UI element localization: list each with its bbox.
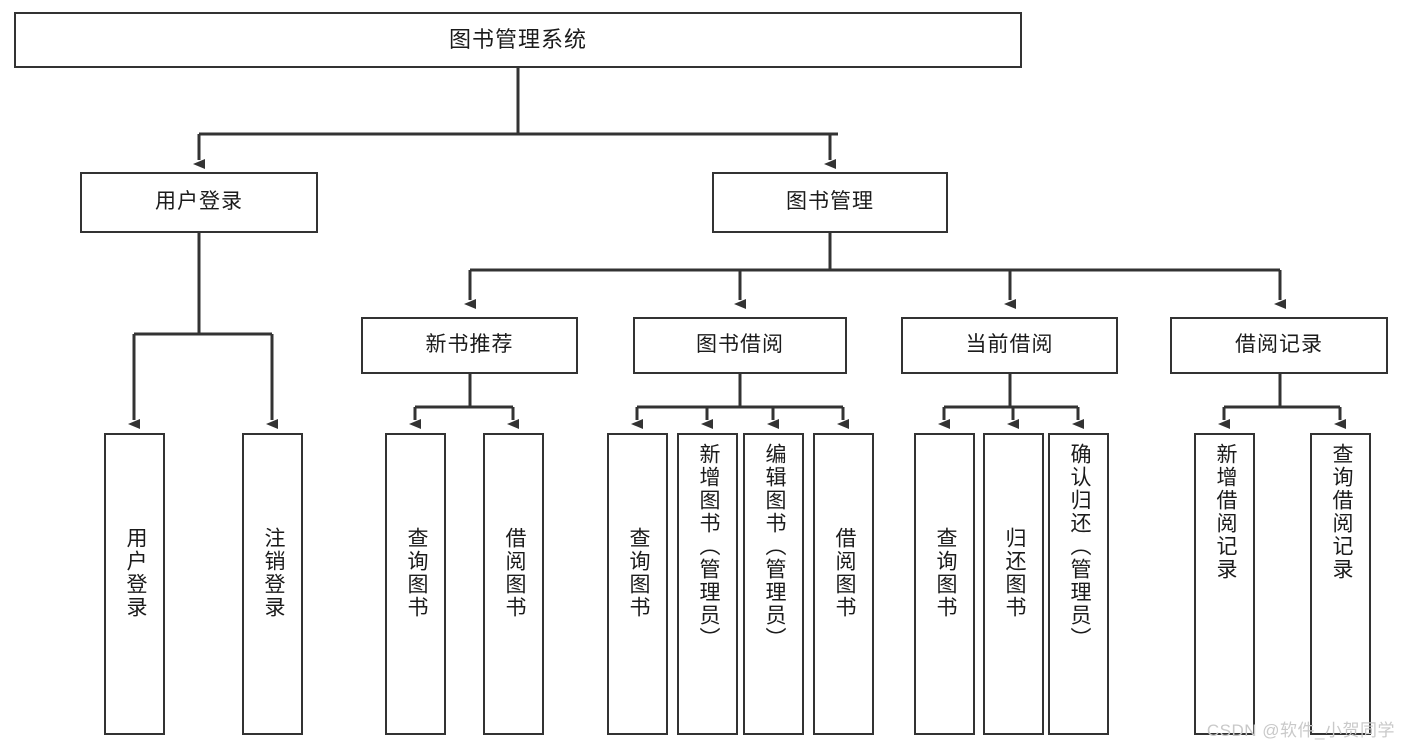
leaf-query-book-borrowing[interactable]: 查询图书 — [607, 433, 668, 735]
leaf-return-book[interactable]: 归还图书 — [983, 433, 1044, 735]
leaf-query-book-current[interactable]: 查询图书 — [914, 433, 975, 735]
node-label: 查询借阅记录 — [1329, 443, 1353, 581]
leaf-borrow-book-borrowing[interactable]: 借阅图书 — [813, 433, 874, 735]
node-current-borrowing[interactable]: 当前借阅 — [901, 317, 1118, 374]
leaf-confirm-return-admin[interactable]: 确认归还（管理员） — [1048, 433, 1109, 735]
leaf-user-login[interactable]: 用户登录 — [104, 433, 165, 735]
node-label: 当前借阅 — [965, 333, 1054, 357]
node-label: 借阅记录 — [1235, 333, 1323, 357]
node-label: 注销登录 — [261, 527, 285, 619]
csdn-watermark: CSDN @软件_小贺同学 — [1206, 721, 1395, 740]
node-label: 图书借阅 — [696, 333, 784, 357]
node-label: 新增借阅记录 — [1213, 443, 1237, 581]
leaf-add-book-admin[interactable]: 新增图书（管理员） — [677, 433, 738, 735]
node-label: 编辑图书（管理员） — [762, 443, 786, 650]
node-new-book-recommendation[interactable]: 新书推荐 — [361, 317, 578, 374]
node-label: 新书推荐 — [425, 333, 514, 357]
node-label: 查询图书 — [933, 527, 957, 619]
node-book-management[interactable]: 图书管理 — [712, 172, 948, 233]
node-label: 借阅图书 — [502, 527, 526, 619]
node-label: 用户登录 — [155, 190, 243, 214]
leaf-add-borrow-record[interactable]: 新增借阅记录 — [1194, 433, 1255, 735]
node-label: 用户登录 — [123, 527, 147, 619]
node-root-system[interactable]: 图书管理系统 — [14, 12, 1022, 68]
node-label: 查询图书 — [404, 527, 428, 619]
leaf-query-borrow-record[interactable]: 查询借阅记录 — [1310, 433, 1371, 735]
node-label: 归还图书 — [1002, 527, 1026, 619]
leaf-logout[interactable]: 注销登录 — [242, 433, 303, 735]
leaf-query-book-recommendation[interactable]: 查询图书 — [385, 433, 446, 735]
leaf-edit-book-admin[interactable]: 编辑图书（管理员） — [743, 433, 804, 735]
node-user-login[interactable]: 用户登录 — [80, 172, 318, 233]
node-label: 确认归还（管理员） — [1067, 443, 1091, 650]
node-label: 图书管理系统 — [448, 27, 587, 53]
node-label: 图书管理 — [786, 190, 874, 214]
node-book-borrowing[interactable]: 图书借阅 — [633, 317, 847, 374]
leaf-borrow-book-recommendation[interactable]: 借阅图书 — [483, 433, 544, 735]
node-label: 借阅图书 — [832, 527, 856, 619]
node-borrowing-record[interactable]: 借阅记录 — [1170, 317, 1388, 374]
node-label: 新增图书（管理员） — [696, 443, 720, 650]
node-label: 查询图书 — [626, 527, 650, 619]
